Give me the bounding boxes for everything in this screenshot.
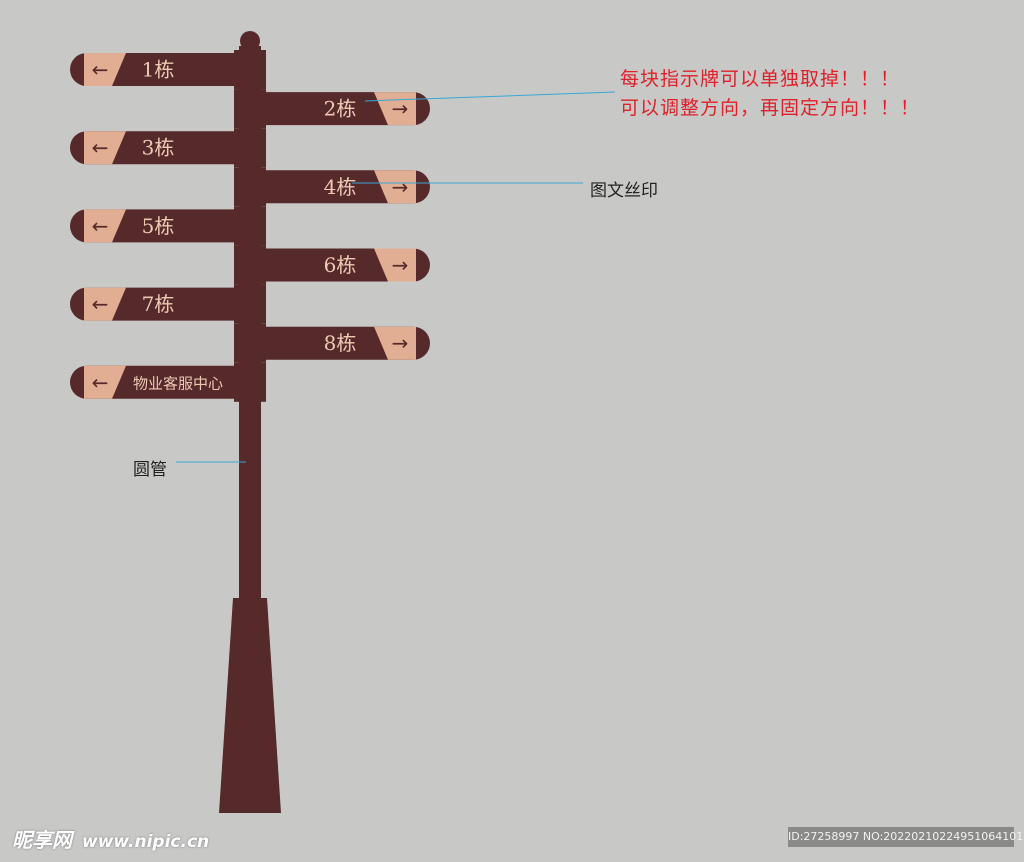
sign-3: ← 3栋 [70, 128, 266, 168]
arrow-right-icon: → [392, 253, 409, 277]
arrow-left-icon: ← [92, 58, 109, 82]
sign-9: ← 物业客服中心 [70, 362, 266, 402]
sign-1: ← 1栋 [70, 50, 266, 89]
arrow-left-icon: ← [92, 136, 109, 160]
arrow-left-icon: ← [92, 292, 109, 316]
sign-arrow-panel [84, 365, 126, 399]
sign-label: 1栋 [142, 58, 175, 82]
sign-label: 物业客服中心 [133, 374, 223, 392]
sign-arrow-panel [374, 248, 416, 282]
sign-arrow-panel [84, 287, 126, 321]
sign-collar [234, 167, 266, 207]
sign-label: 5栋 [142, 214, 175, 238]
sign-arrow-panel [84, 53, 126, 86]
arrow-right-icon: → [392, 97, 409, 121]
sign-label: 4栋 [324, 175, 357, 199]
sign-label: 2栋 [324, 97, 357, 121]
sign-collar [234, 50, 266, 89]
note-adjustable-line2: 可以调整方向，再固定方向！！！ [620, 97, 921, 119]
leader-line-note [364, 91, 616, 102]
sign-arrow-panel [84, 209, 126, 243]
sign-6: → 6栋 [234, 245, 430, 285]
sign-8: → 8栋 [234, 323, 430, 363]
label-round-tube: 圆管 [133, 460, 167, 480]
watermark-brand-name: 昵享网 [12, 828, 72, 852]
sign-arrow-panel [374, 326, 416, 360]
note-removable-line1: 每块指示牌可以单独取掉！！！ [620, 68, 901, 90]
arrow-right-icon: → [392, 331, 409, 355]
watermark-url: www.nipic.cn [82, 832, 210, 852]
sign-2: → 2栋 [234, 89, 430, 129]
sign-collar [234, 245, 266, 285]
sign-4: → 4栋 [234, 167, 430, 207]
sign-7: ← 7栋 [70, 284, 266, 324]
post-base [219, 598, 281, 813]
arrow-left-icon: ← [92, 214, 109, 238]
sign-collar [234, 206, 266, 246]
arrow-left-icon: ← [92, 370, 109, 394]
sign-collar [234, 323, 266, 363]
arrow-right-icon: → [392, 175, 409, 199]
sign-5: ← 5栋 [70, 206, 266, 246]
sign-arrow-panel [374, 170, 416, 204]
sign-collar [234, 89, 266, 129]
watermark-brand: 昵享网 www.nipic.cn [12, 824, 209, 853]
sign-arrow-panel [84, 131, 126, 165]
label-screen-print: 图文丝印 [590, 181, 658, 201]
sign-label: 3栋 [142, 136, 175, 160]
sign-collar [234, 284, 266, 324]
sign-collar [234, 362, 266, 402]
sign-label: 6栋 [324, 253, 357, 277]
sign-label: 7栋 [142, 292, 175, 316]
sign-collar [234, 128, 266, 168]
sign-label: 8栋 [324, 331, 357, 355]
watermark-id: ID:27258997 NO:20220210224951064101 [788, 827, 1023, 847]
